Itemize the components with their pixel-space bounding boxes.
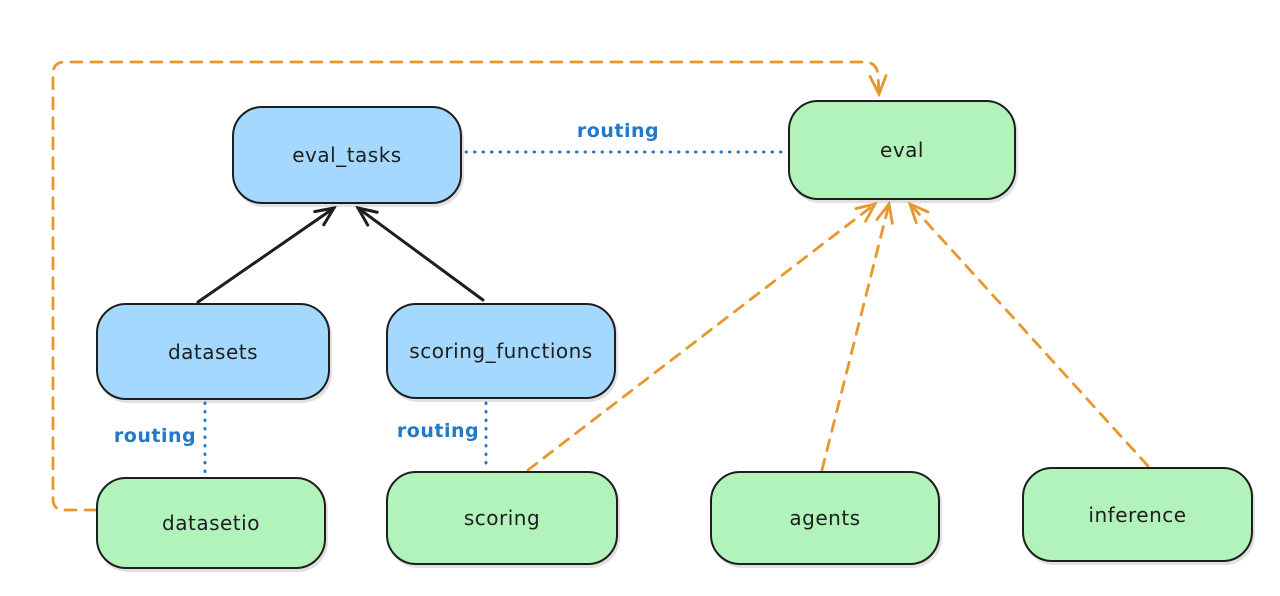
node-eval: eval <box>788 100 1016 200</box>
edge-inference-to-eval <box>910 204 1150 468</box>
node-scoring-functions-label: scoring_functions <box>409 339 593 363</box>
edge-scoring-functions-to-eval-tasks <box>358 208 485 302</box>
edge-scoring-to-eval <box>526 204 875 472</box>
edge-datasets-to-eval-tasks <box>196 208 334 304</box>
node-eval-tasks: eval_tasks <box>232 106 462 204</box>
edge-agents-to-eval <box>820 204 889 472</box>
node-agents-label: agents <box>789 506 861 530</box>
node-datasets: datasets <box>96 303 330 400</box>
node-datasetio: datasetio <box>96 477 326 569</box>
edge-label-scoring-functions-scoring: routing <box>396 420 480 442</box>
edge-label-datasets-datasetio: routing <box>113 425 197 447</box>
edge-label-eval-tasks-eval: routing <box>576 120 660 142</box>
node-eval-tasks-label: eval_tasks <box>292 143 402 167</box>
node-datasetio-label: datasetio <box>162 511 260 535</box>
node-eval-label: eval <box>880 138 924 162</box>
node-scoring-functions: scoring_functions <box>386 303 616 399</box>
node-datasets-label: datasets <box>167 339 259 364</box>
node-scoring-label: scoring <box>463 506 541 530</box>
node-inference-label: inference <box>1088 502 1187 527</box>
node-scoring: scoring <box>386 471 618 565</box>
node-inference: inference <box>1022 467 1253 562</box>
node-agents: agents <box>710 471 940 565</box>
edge-datasetio-to-eval <box>51 60 879 512</box>
